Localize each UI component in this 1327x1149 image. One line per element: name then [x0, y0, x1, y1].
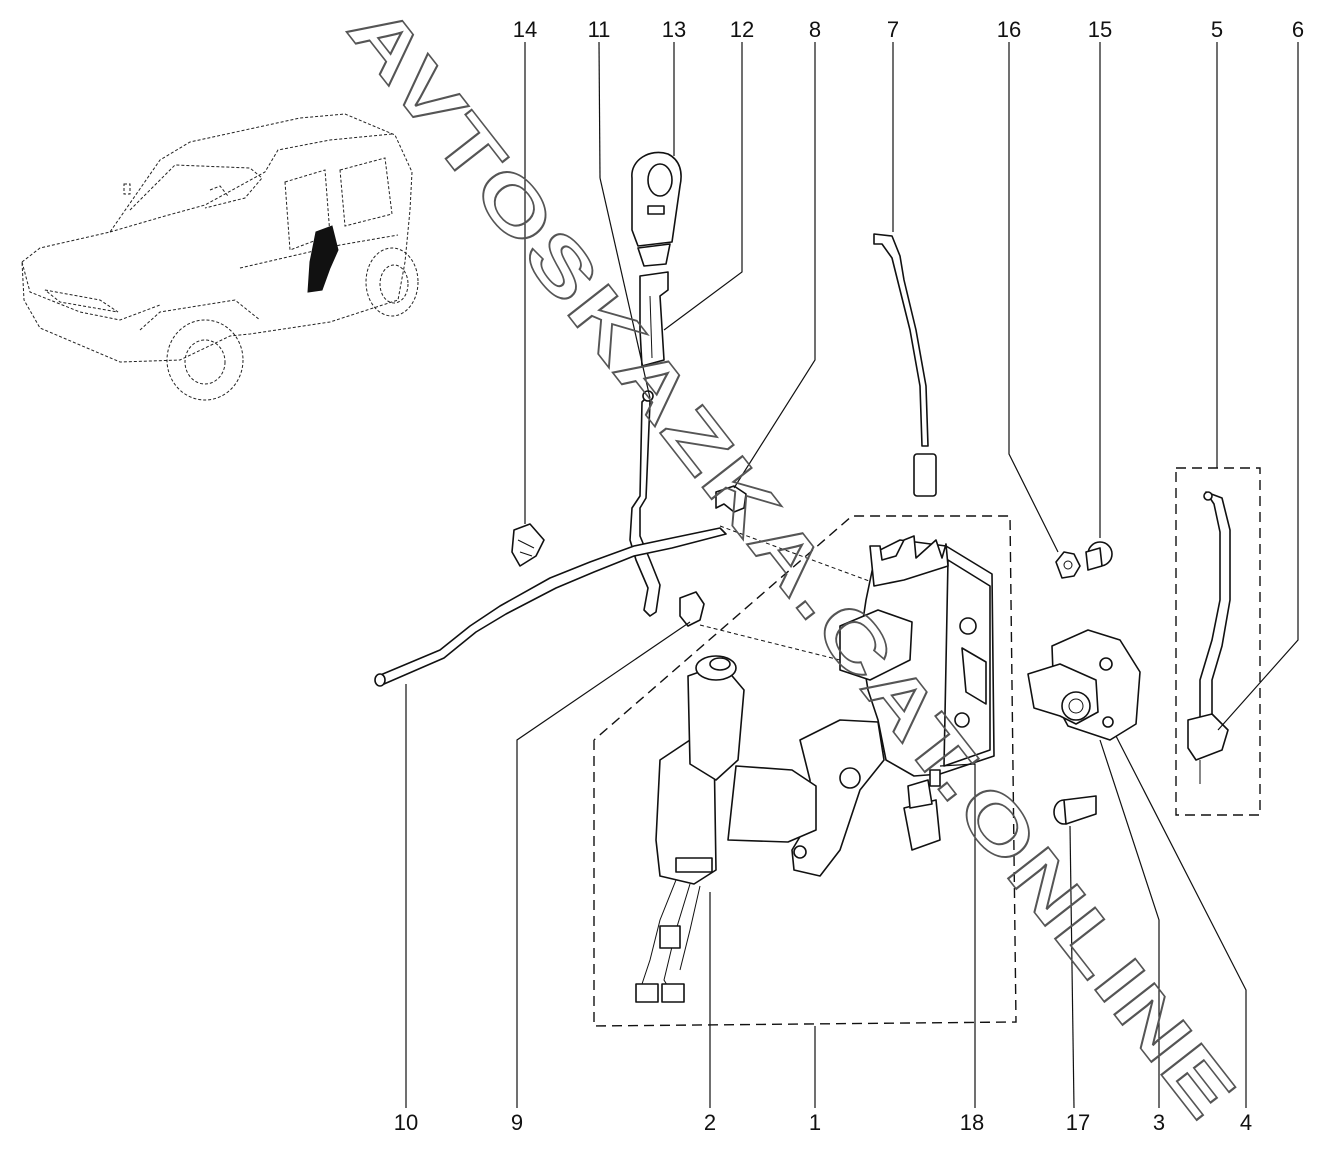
callout-18: 18	[960, 1110, 984, 1135]
callout-5: 5	[1211, 17, 1223, 42]
leader-lines	[405, 41, 1299, 1109]
washer-part-16	[1055, 551, 1081, 579]
callout-1: 1	[809, 1110, 821, 1135]
callout-12: 12	[730, 17, 754, 42]
callout-3: 3	[1153, 1110, 1165, 1135]
callout-7: 7	[887, 17, 899, 42]
callout-2: 2	[704, 1110, 716, 1135]
rod-part-7	[873, 233, 937, 497]
callout-15: 15	[1088, 17, 1112, 42]
callout-16: 16	[997, 17, 1021, 42]
clip-part-6	[1187, 713, 1229, 761]
clip-part-9	[679, 591, 705, 627]
watermark-text: AVTOSKAZKA.CAT.ONLINE	[332, 0, 1253, 1135]
assembly-guide-line-1	[719, 525, 881, 586]
callout-11: 11	[588, 17, 611, 42]
callout-4: 4	[1240, 1110, 1252, 1135]
rod-part-10	[377, 527, 727, 685]
rod-part-5	[1199, 491, 1231, 721]
callout-9: 9	[511, 1110, 523, 1135]
callout-10: 10	[394, 1110, 418, 1135]
screw-part-15	[1085, 541, 1113, 571]
rod-part-11	[629, 395, 661, 617]
callout-14: 14	[513, 17, 537, 42]
callout-17: 17	[1066, 1110, 1090, 1135]
striker-part	[1027, 629, 1141, 741]
assembly-outline-5	[1175, 467, 1261, 816]
callout-13: 13	[662, 17, 686, 42]
key-insert-part	[639, 271, 669, 367]
screw-part-17	[1053, 795, 1097, 825]
callout-6: 6	[1292, 17, 1304, 42]
key-cover-part	[631, 151, 682, 267]
vehicle-overview-illustration	[21, 113, 419, 401]
callout-8: 8	[809, 17, 821, 42]
actuator-part	[635, 655, 817, 1003]
callout-labels: 14 11 13 12 8 7 16 15 5 6 10 9 2 1 18 17…	[394, 17, 1304, 1135]
assembly-outline-1	[593, 515, 1017, 1027]
door-lock-mechanism	[791, 535, 995, 877]
clip-part-8	[715, 485, 747, 513]
